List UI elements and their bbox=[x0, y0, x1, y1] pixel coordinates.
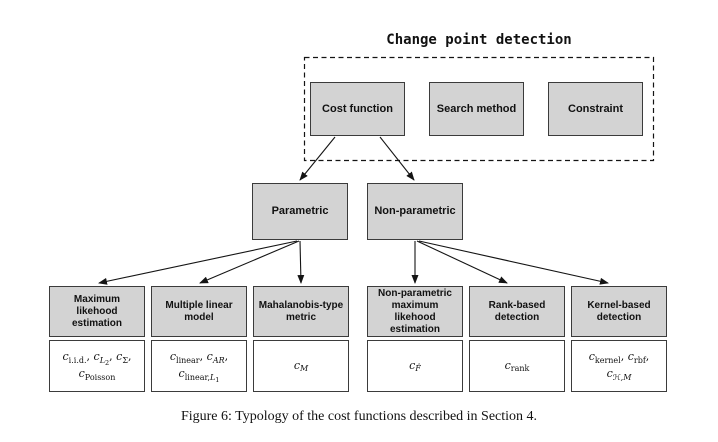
constraint-label: Constraint bbox=[568, 102, 623, 115]
parametric-label: Parametric bbox=[271, 205, 329, 217]
cost-symbols-line: clinear,L1 bbox=[178, 367, 220, 384]
arrow-nonparametric-to-rank bbox=[416, 240, 508, 284]
constraint-box: Constraint bbox=[548, 82, 643, 136]
cost-symbols-line: cM bbox=[293, 358, 309, 374]
leaf-costs-linear: clinear, cAR, clinear,L1 bbox=[151, 340, 247, 392]
cost-symbols-line: crank bbox=[504, 358, 530, 374]
leaf-costs-rank: crank bbox=[469, 340, 565, 392]
cost-symbols-line: cF̂ bbox=[409, 358, 421, 374]
leaf-title-rank: Rank-based detection bbox=[469, 286, 565, 337]
arrow-nonparametric-to-kernel bbox=[418, 240, 609, 285]
nonparametric-label: Non-parametric bbox=[374, 205, 456, 217]
arrow-parametric-to-mle bbox=[98, 240, 298, 285]
cost-symbols-line: cPoisson bbox=[78, 367, 116, 382]
cost-symbols-line: cℋ,M bbox=[606, 367, 632, 382]
search-method-label: Search method bbox=[436, 102, 517, 115]
leaf-costs-npmle: cF̂ bbox=[367, 340, 463, 392]
search-method-box: Search method bbox=[429, 82, 524, 136]
cost-symbols-line: ckernel, crbf, bbox=[588, 350, 650, 365]
change-point-detection-outline bbox=[303, 56, 655, 162]
cost-symbols-line: clinear, cAR, bbox=[169, 350, 229, 365]
figure-caption: Figure 6: Typology of the cost functions… bbox=[180, 409, 538, 424]
nonparametric-box: Non-parametric bbox=[367, 183, 463, 240]
diagram-title: Change point detection bbox=[386, 32, 572, 48]
cost-function-box: Cost function bbox=[310, 82, 405, 136]
leaf-title-linear: Multiple linear model bbox=[151, 286, 247, 337]
cost-function-label: Cost function bbox=[322, 102, 393, 115]
parametric-box: Parametric bbox=[252, 183, 348, 240]
cost-symbols-line: ci.i.d., cL2, cΣ, bbox=[62, 350, 132, 367]
arrow-cost-to-nonparametric bbox=[379, 136, 415, 181]
leaf-title-kernel: Kernel-based detection bbox=[571, 286, 667, 337]
leaf-title-npmle: Non-parametric maximum likehood estimati… bbox=[367, 286, 463, 337]
leaf-costs-mle: ci.i.d., cL2, cΣ,cPoisson bbox=[49, 340, 145, 392]
leaf-title-mahalanobis: Mahalanobis-type metric bbox=[253, 286, 349, 337]
leaf-title-mle: Maximum likehood estimation bbox=[49, 286, 145, 337]
leaf-costs-mahalanobis: cM bbox=[253, 340, 349, 392]
arrow-cost-to-parametric bbox=[299, 136, 336, 181]
leaf-costs-kernel: ckernel, crbf, cℋ,M bbox=[571, 340, 667, 392]
arrow-parametric-to-mahalanobis bbox=[297, 240, 305, 284]
arrow-parametric-to-linear bbox=[199, 240, 300, 284]
